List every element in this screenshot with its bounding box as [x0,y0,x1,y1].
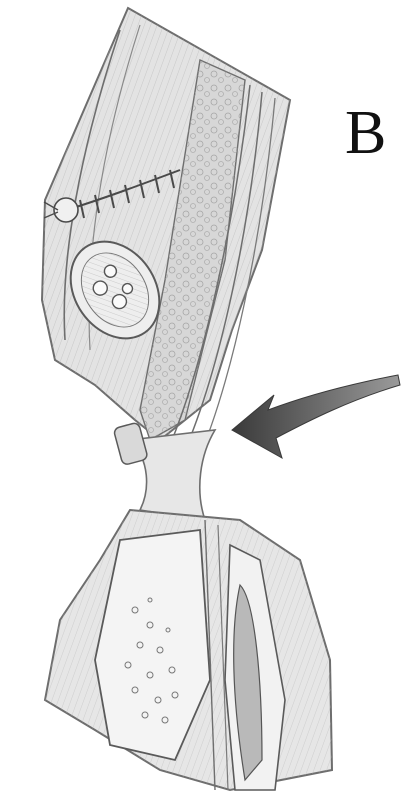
panel-letter: B [345,102,386,164]
pointer-arrow [232,375,400,458]
